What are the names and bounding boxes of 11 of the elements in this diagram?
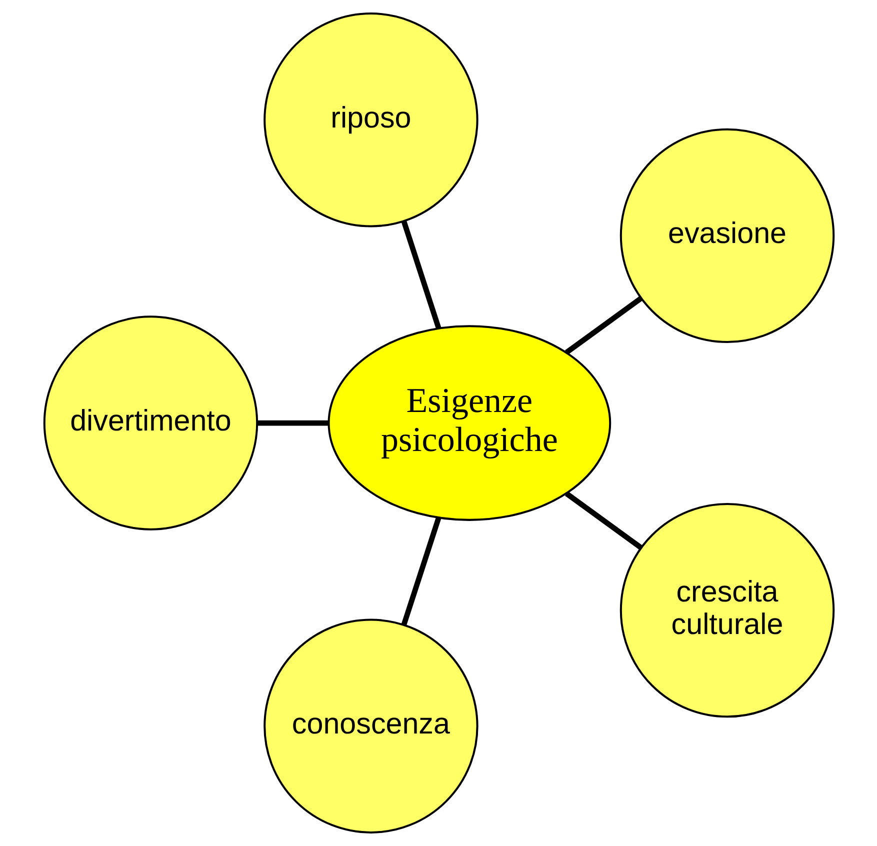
connector <box>564 296 642 355</box>
connector <box>400 220 441 330</box>
connector <box>256 420 328 426</box>
node-circle: evasione <box>619 128 834 344</box>
node-ellipse: Esigenze psicologiche <box>327 325 611 521</box>
node-circle: crescita culturale <box>619 502 834 718</box>
connector <box>400 516 441 626</box>
connector <box>564 491 642 550</box>
node-circle: divertimento <box>42 316 258 530</box>
node-circle: riposo <box>263 12 478 228</box>
node-circle: conoscenza <box>263 618 478 834</box>
